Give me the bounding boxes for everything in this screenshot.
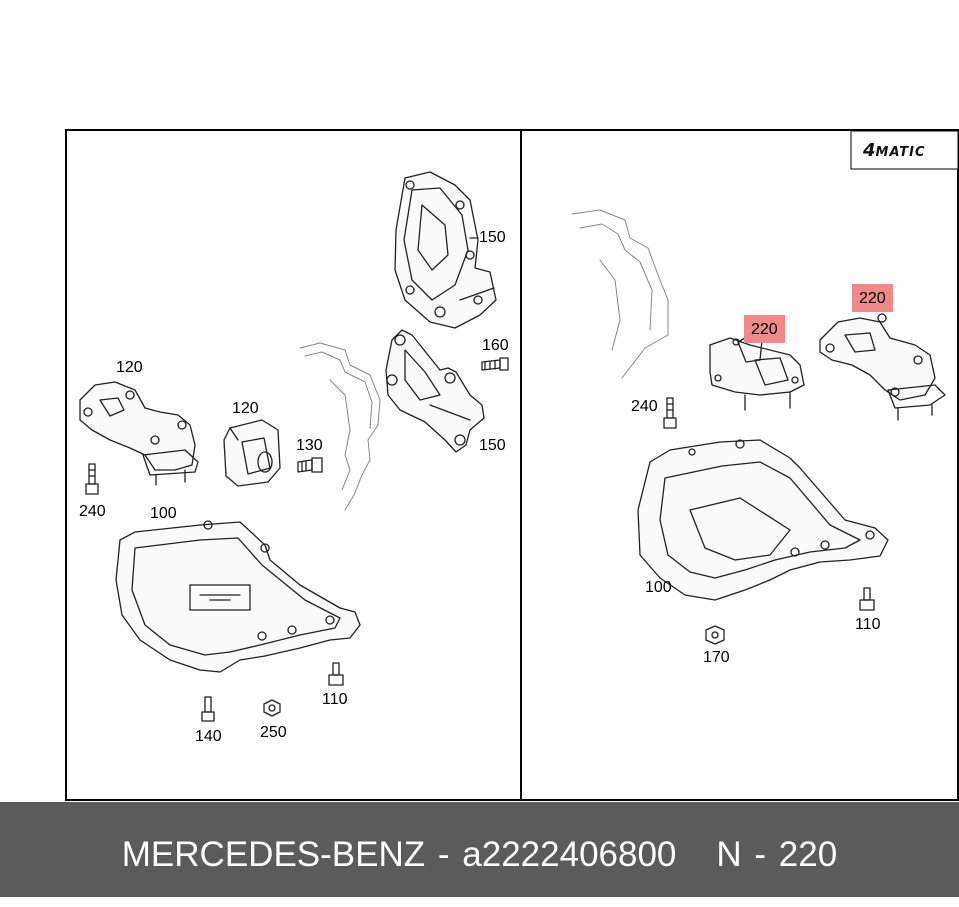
callout-120-left: 120 <box>116 359 143 376</box>
mount-220-right <box>819 313 946 421</box>
callout-160: 160 <box>482 337 509 354</box>
engine-mount-120-left <box>79 381 199 486</box>
callout-220-right-highlighted: 220 <box>852 284 893 312</box>
callout-120-block: 120 <box>232 400 259 417</box>
transmission-outline-right <box>571 209 669 379</box>
callout-170: 170 <box>703 649 730 666</box>
callout-110-right: 110 <box>855 616 881 633</box>
bolt-160 <box>481 357 509 371</box>
bolt-140 <box>201 696 215 722</box>
bolt-240-left <box>85 463 99 495</box>
callout-100-left: 100 <box>150 505 177 522</box>
callout-150-upper: 150 <box>479 229 506 246</box>
bolt-130 <box>297 457 323 473</box>
callout-110-left: 110 <box>322 691 348 708</box>
callout-240-right: 240 <box>631 398 658 415</box>
4matic-badge: 4MATIC <box>851 131 958 168</box>
4matic-digit: 4 <box>863 140 876 161</box>
bracket-150-upper <box>394 171 497 329</box>
separator: - <box>437 835 450 874</box>
callout-150-lower: 150 <box>479 437 506 454</box>
callout-130: 130 <box>296 437 323 454</box>
rubber-mount-120 <box>223 419 281 487</box>
footer-caption: MERCEDES-BENZ - a2222406800 N - 220 <box>0 802 959 897</box>
nut-170 <box>705 625 725 645</box>
transmission-outline-left <box>299 342 381 511</box>
4matic-word: MATIC <box>875 145 926 160</box>
bolt-110-left <box>328 662 344 686</box>
subframe-100-left <box>115 520 361 673</box>
nut-250 <box>263 699 281 717</box>
callout-240-left: 240 <box>79 503 106 520</box>
footer-bar: MERCEDES-BENZ - a2222406800 N - 220 <box>0 802 959 897</box>
brand-name: MERCEDES-BENZ <box>121 835 426 874</box>
bracket-150-lower <box>385 329 485 453</box>
4matic-logo: 4MATIC <box>863 140 926 161</box>
4matic-badge-frame <box>850 130 959 170</box>
callout-220-center-highlighted: 220 <box>744 315 785 343</box>
callout-100-right: 100 <box>645 579 672 596</box>
callout-250: 250 <box>260 724 287 741</box>
right-panel-frame <box>520 129 959 801</box>
bolt-240-right <box>663 397 677 429</box>
callout-140: 140 <box>195 728 222 745</box>
ref-number: 220 <box>778 835 838 874</box>
bolt-110-right <box>859 587 875 611</box>
subframe-100-right <box>637 439 889 601</box>
part-number: a2222406800 <box>462 835 677 874</box>
mount-220-center <box>709 333 805 411</box>
ref-prefix: N - <box>716 835 767 874</box>
